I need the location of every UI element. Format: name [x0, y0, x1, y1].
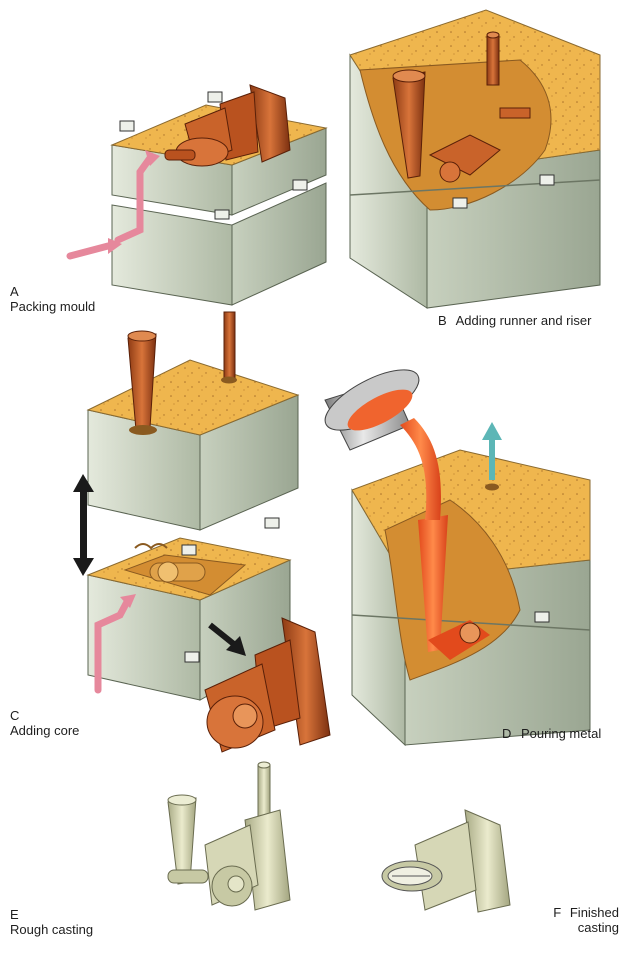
panel-f-caption-line-1: Finished: [569, 905, 619, 920]
panel-e-rough-casting: [167, 761, 291, 911]
panel-b-runner-and-riser: [349, 9, 601, 309]
riser-pattern: [223, 311, 236, 381]
panel-f-finished-casting: [381, 809, 511, 913]
black-double-arrow: [73, 474, 94, 576]
caption-panel-e: E Rough casting: [10, 907, 93, 937]
flask-lug: [181, 544, 200, 663]
pink-arrow-head: [120, 594, 136, 608]
pink-arrow: [66, 154, 154, 260]
caption-panel-c: C Adding core: [10, 708, 79, 738]
flask-lug: [264, 517, 280, 529]
panel-a-caption: Packing mould: [10, 299, 96, 314]
riser-pattern: [486, 34, 500, 86]
pouring-ladle: [324, 369, 420, 451]
panel-b-caption: Adding runner and riser: [455, 313, 592, 328]
caption-panel-d: D Pouring metal: [502, 726, 601, 741]
pink-arrow-head: [145, 150, 160, 166]
panel-d-caption: Pouring metal: [521, 726, 602, 741]
pink-arrow: [94, 596, 132, 694]
panel-c-adding-core: [73, 311, 331, 753]
sand-core: [134, 543, 206, 583]
copper-pattern: [204, 617, 331, 753]
panel-c-caption: Adding core: [10, 723, 80, 738]
panel-f-letter: F: [553, 905, 562, 920]
black-arrow: [208, 622, 246, 656]
panel-e-caption: Rough casting: [10, 922, 94, 937]
panel-c-letter: C: [10, 708, 20, 723]
caption-panel-b: B Adding runner and riser: [438, 313, 591, 328]
flask-lug: [119, 91, 308, 220]
panel-d-letter: D: [502, 726, 512, 741]
panel-a-packing-mould: [66, 84, 328, 306]
caption-panel-f: F Finished casting: [525, 905, 619, 935]
teal-arrow: [482, 422, 502, 480]
copper-pattern: [164, 84, 291, 167]
panel-e-letter: E: [10, 907, 19, 922]
flask-lug: [452, 174, 555, 209]
panel-f-caption-line-2: casting: [577, 920, 619, 935]
flask-lug: [534, 611, 550, 623]
panel-a-letter: A: [10, 284, 19, 299]
panel-b-letter: B: [438, 313, 447, 328]
caption-panel-a: A Packing mould: [10, 284, 95, 314]
molten-metal-stream: [400, 418, 441, 520]
panel-d-pouring-metal: [324, 369, 591, 747]
pink-arrow-head: [108, 238, 122, 254]
